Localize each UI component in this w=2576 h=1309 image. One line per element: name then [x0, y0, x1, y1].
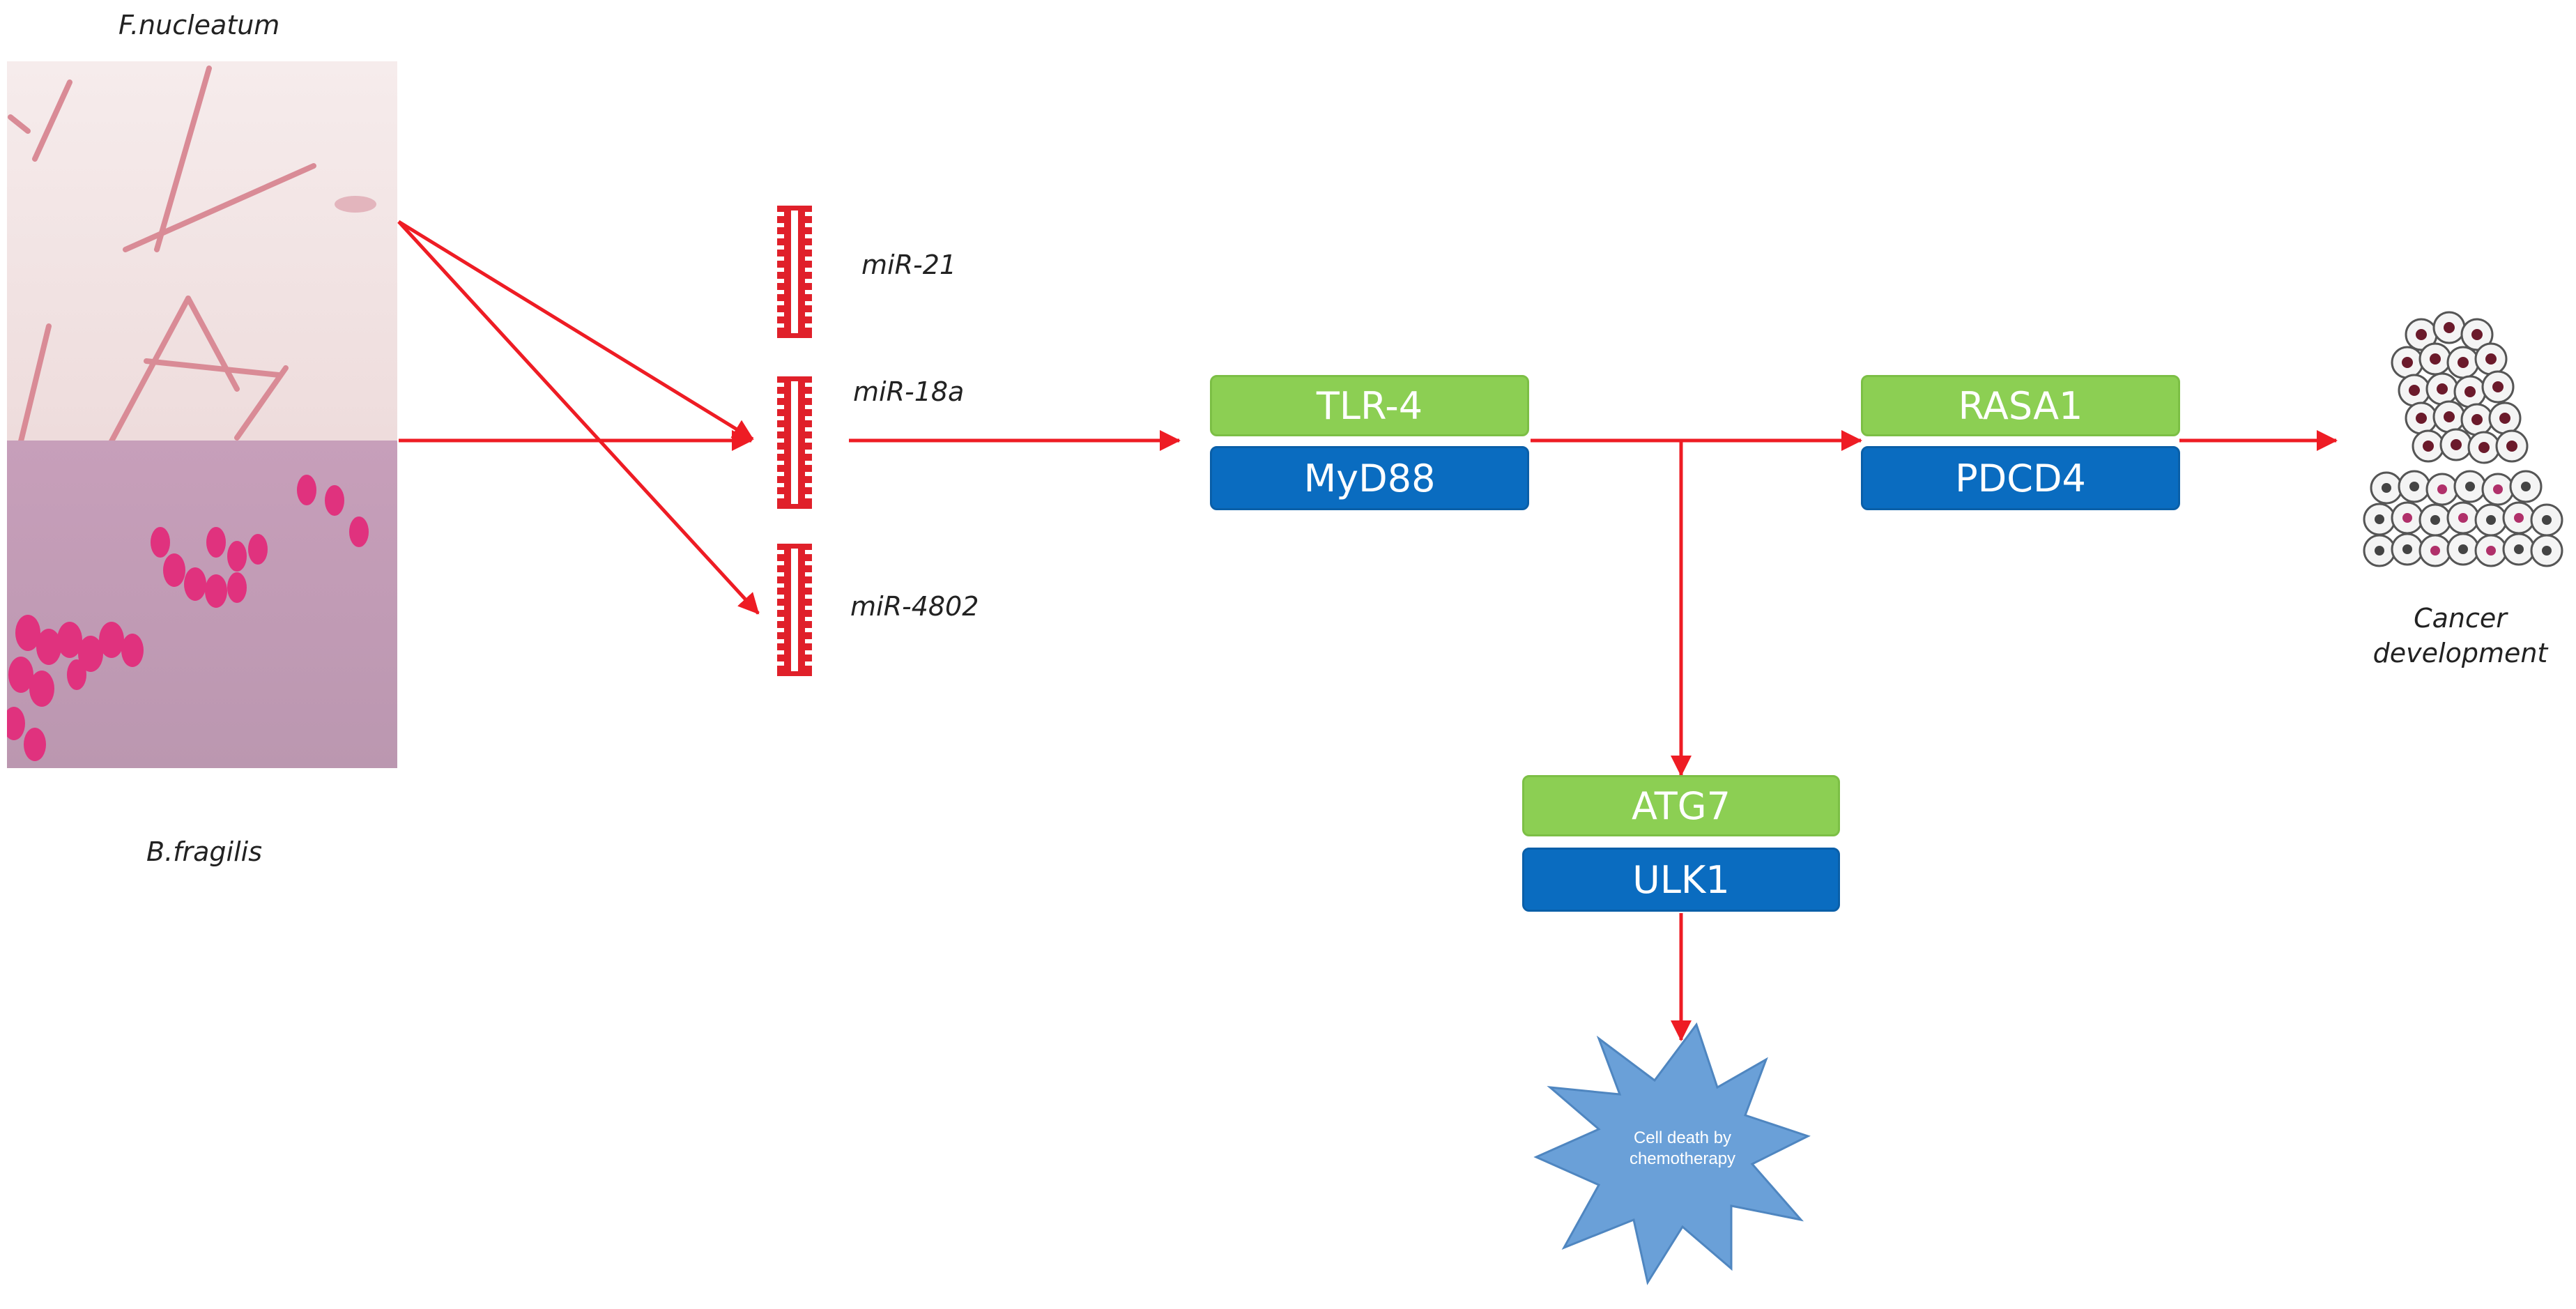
box-pdcd4: PDCD4 — [1861, 446, 2180, 510]
box-atg7: ATG7 — [1522, 775, 1840, 836]
label-bfragilis: B.fragilis — [146, 836, 263, 867]
label-mir4802: miR-4802 — [850, 591, 979, 622]
label-cell-death-line2: chemotherapy — [1629, 1149, 1736, 1168]
arrow-fn-to-mir4802 — [397, 220, 760, 615]
mirna-icon — [777, 206, 812, 338]
label-fnucleatum: F.nucleatum — [118, 10, 280, 40]
label-cancer-development: Cancer development — [2356, 601, 2565, 671]
box-rasa1: RASA1 — [1861, 375, 2180, 436]
box-ulk1: ULK1 — [1522, 848, 1840, 912]
label-mir21: miR-21 — [861, 250, 957, 280]
micrograph-panel — [7, 61, 397, 768]
arrow-fn-to-mir21 — [397, 220, 754, 441]
label-cell-death-line1: Cell death by — [1633, 1128, 1732, 1147]
starburst-icon — [1533, 1022, 1811, 1285]
cancer-cells-icon — [2363, 311, 2563, 567]
label-cancer-line2: development — [2372, 638, 2548, 668]
mirna-icon — [777, 376, 812, 509]
mirna-icon — [777, 544, 812, 676]
label-mir18a: miR-18a — [853, 376, 965, 407]
label-cell-death: Cell death by chemotherapy — [1592, 1128, 1773, 1170]
microscopy-image-fnucleatum — [7, 61, 397, 768]
label-cancer-line1: Cancer — [2414, 603, 2507, 634]
box-myd88: MyD88 — [1210, 446, 1529, 510]
box-tlr4: TLR-4 — [1210, 375, 1529, 436]
